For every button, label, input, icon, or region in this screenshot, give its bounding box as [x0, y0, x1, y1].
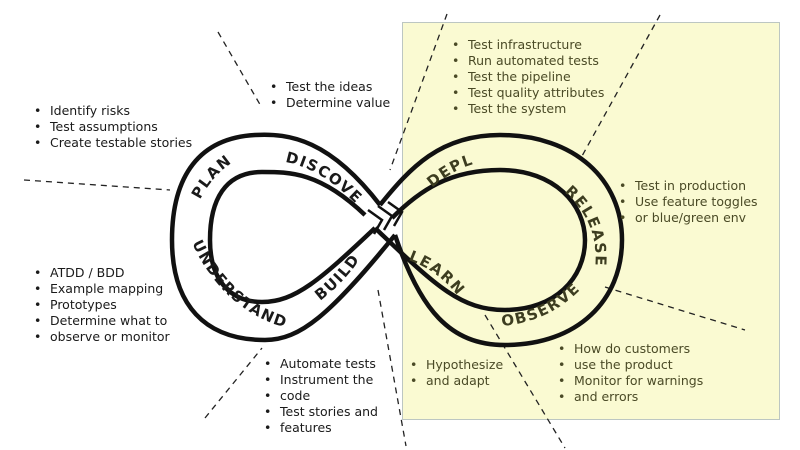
- separator-line: [581, 14, 661, 157]
- note-item: Automate tests: [262, 356, 378, 372]
- note-item: and errors: [556, 389, 703, 405]
- chevron-icon: [377, 204, 394, 231]
- note-item: features: [262, 420, 378, 436]
- note-item: Test infrastructure: [450, 37, 604, 53]
- observe-label: OBSERVE: [500, 279, 582, 330]
- note-item: Use feature toggles: [617, 194, 758, 210]
- loop-label-observe: OBSERVE: [500, 279, 584, 330]
- separator-lines: [23, 13, 746, 449]
- infinity-loop: [169, 132, 625, 348]
- build-notes: Automate testsInstrument thecodeTest sto…: [262, 356, 378, 436]
- separator-line: [389, 13, 448, 171]
- note-item: code: [262, 388, 378, 404]
- separator-line: [23, 179, 171, 191]
- note-item: Example mapping: [32, 281, 170, 297]
- loop-label-learn: LEARN: [407, 247, 469, 299]
- observe-notes: How do customersuse the productMonitor f…: [556, 341, 703, 405]
- note-item: Determine what to: [32, 313, 170, 329]
- understand-label: UNDERSTAND: [188, 237, 288, 332]
- note-item: Create testable stories: [32, 135, 192, 151]
- note-item: Instrument the: [262, 372, 378, 388]
- left-loop-outer: [169, 132, 397, 343]
- note-item: Hypothesize: [408, 357, 503, 373]
- note-item: Prototypes: [32, 297, 170, 313]
- deploy-notes: Test infrastructureRun automated testsTe…: [450, 37, 604, 117]
- loop-label-deploy: DEPLOY: [0, 0, 475, 191]
- note-item: Test the system: [450, 101, 604, 117]
- separator-line: [377, 289, 407, 447]
- chevron-icon: [367, 208, 384, 235]
- note-item: Identify risks: [32, 103, 192, 119]
- right-loop-inner: [373, 167, 588, 313]
- note-item: Test the ideas: [268, 79, 390, 95]
- note-item: or blue/green env: [617, 210, 758, 226]
- chevron-icon: [387, 200, 404, 227]
- left-loop-inner: [207, 169, 377, 305]
- note-item: Determine value: [268, 95, 390, 111]
- note-item: Test assumptions: [32, 119, 192, 135]
- discover-notes: Test the ideasDetermine value: [268, 79, 390, 111]
- note-item: and adapt: [408, 373, 503, 389]
- release-notes: Test in productionUse feature togglesor …: [617, 178, 758, 226]
- note-item: observe or monitor: [32, 329, 170, 345]
- separator-line: [484, 314, 566, 449]
- note-item: Test quality attributes: [450, 85, 604, 101]
- plan-notes: Identify risksTest assumptionsCreate tes…: [32, 103, 192, 151]
- separator-line: [604, 286, 746, 331]
- understand-notes: ATDD / BDDExample mappingPrototypesDeter…: [32, 265, 170, 345]
- note-item: Test stories and: [262, 404, 378, 420]
- right-loop-outer: [378, 132, 625, 348]
- note-item: Test in production: [617, 178, 758, 194]
- deploy-label: DEPLOY: [0, 0, 474, 191]
- note-item: Monitor for warnings: [556, 373, 703, 389]
- note-item: Run automated tests: [450, 53, 604, 69]
- note-item: Test the pipeline: [450, 69, 604, 85]
- learn-notes: Hypothesizeand adapt: [408, 357, 503, 389]
- crossing-chevrons: [367, 200, 404, 235]
- note-item: How do customers: [556, 341, 703, 357]
- note-item: use the product: [556, 357, 703, 373]
- separator-line: [204, 347, 263, 419]
- loop-label-understand: UNDERSTAND: [188, 237, 290, 332]
- note-item: ATDD / BDD: [32, 265, 170, 281]
- learn-label: LEARN: [407, 247, 468, 299]
- separator-line: [217, 31, 263, 109]
